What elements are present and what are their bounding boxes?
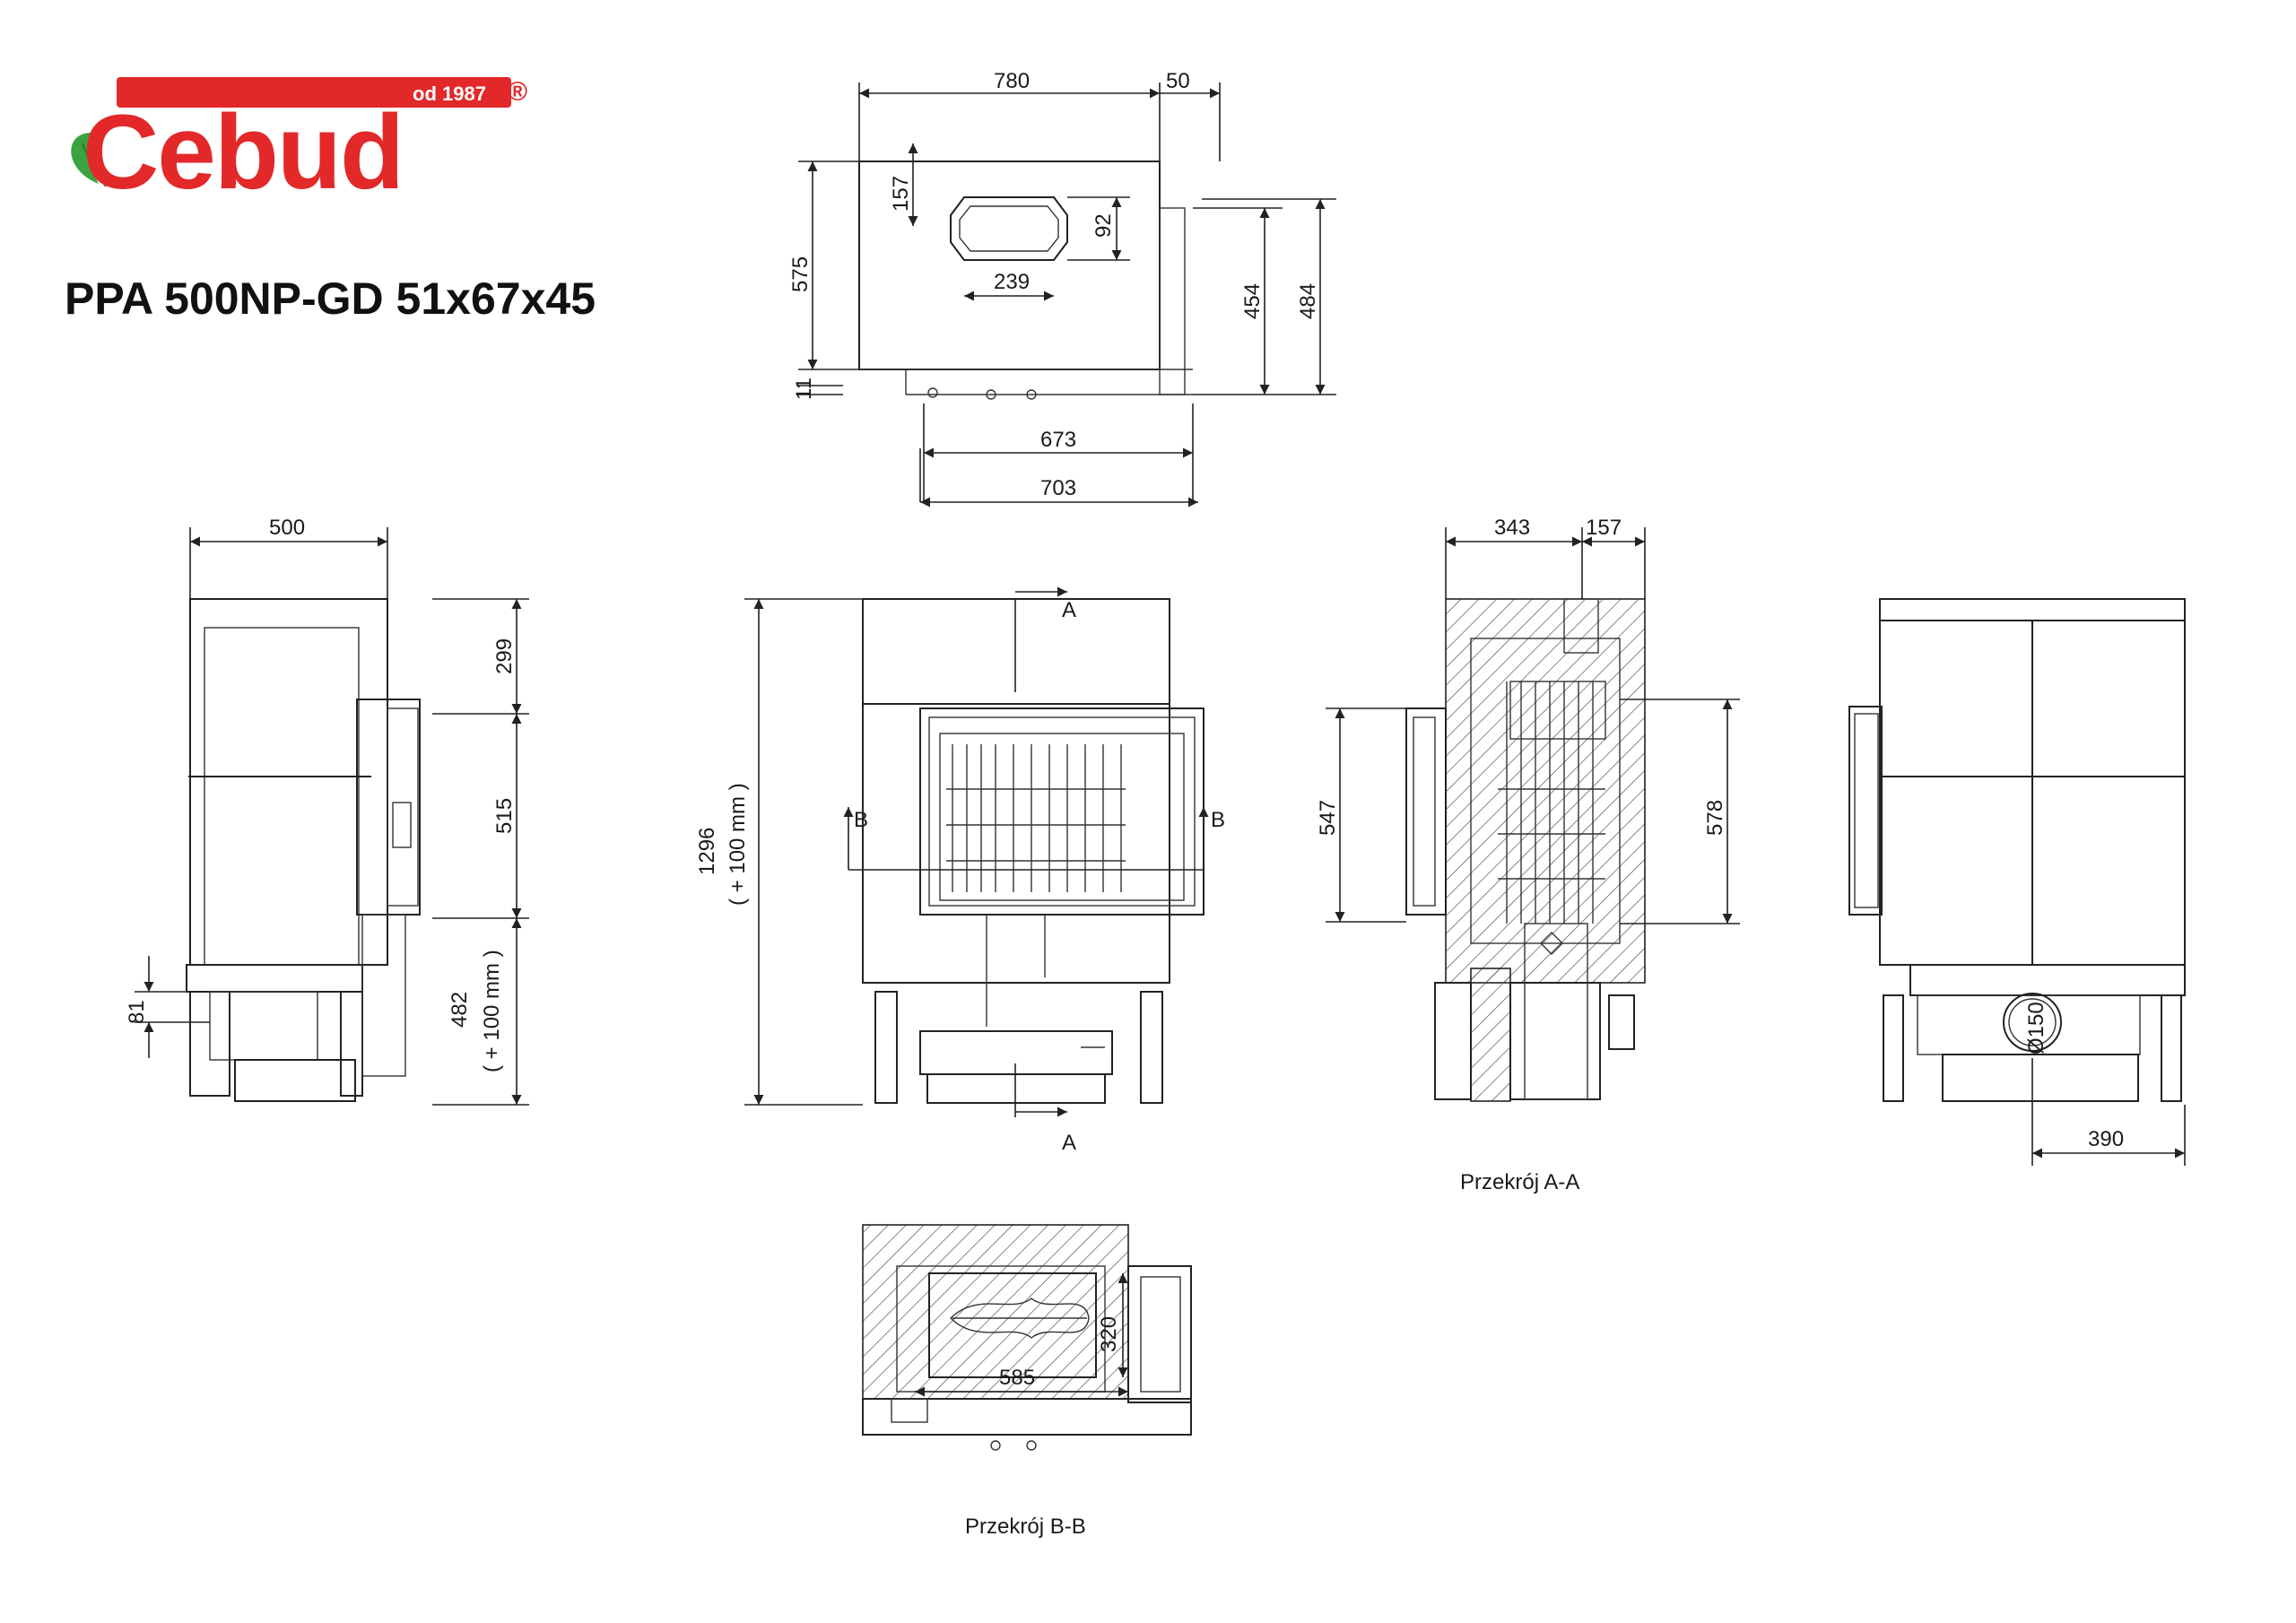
logo-since: od 1987 [413, 82, 486, 105]
dim-320: 320 [1097, 1316, 1121, 1352]
dim-482-note: ( + 100 mm ) [480, 950, 504, 1072]
dim-50: 50 [1166, 69, 1190, 93]
section-bb-view: 320 585 Przekrój B-B [862, 1224, 1192, 1539]
top-opening [950, 196, 1068, 261]
section-a-bottom: A [1062, 1131, 1076, 1155]
section-aa-view: 343 157 547 578 Przekrój A-A [1316, 516, 1740, 1194]
dim-1296: 1296 [695, 828, 719, 875]
dim-585: 585 [999, 1366, 1035, 1390]
logo-wordmark: Cebud [83, 93, 403, 212]
aa-grate-bars [1498, 681, 1605, 924]
cebud-logo: od 1987 ® Cebud [71, 77, 527, 212]
dim-239: 239 [994, 270, 1030, 294]
front-view: A A B B 1296 ( + 100 mm ) [695, 586, 1225, 1155]
section-a-top: A [1062, 598, 1076, 622]
dim-11: 11 [792, 378, 816, 400]
dim-390: 390 [2088, 1127, 2124, 1151]
dim-482: 482 [448, 992, 472, 1028]
logo-registered: ® [508, 77, 527, 107]
flue-outlet [2003, 993, 2062, 1052]
back-view: Ø150 390 [1848, 598, 2186, 1166]
section-aa-caption: Przekrój A-A [1460, 1170, 1579, 1194]
dim-flue: Ø150 [2024, 1002, 2048, 1055]
dim-92: 92 [1091, 213, 1116, 238]
section-bb-caption: Przekrój B-B [965, 1515, 1086, 1539]
top-view: 780 50 157 92 239 575 11 454 484 673 703 [788, 69, 1336, 508]
dim-157-aa: 157 [1586, 516, 1622, 540]
front-grate-bars [946, 744, 1126, 892]
dim-500: 500 [269, 516, 305, 540]
dim-780: 780 [994, 69, 1030, 93]
leaf-icon [71, 133, 100, 184]
dim-484: 484 [1296, 283, 1320, 319]
dim-454: 454 [1240, 283, 1265, 319]
product-title: PPA 500NP-GD 51x67x45 [65, 273, 596, 324]
section-b-left: B [854, 808, 868, 832]
logo-banner [117, 77, 511, 108]
dim-703: 703 [1040, 476, 1076, 500]
dim-81: 81 [125, 1000, 149, 1024]
dim-1296-note: ( + 100 mm ) [726, 783, 750, 906]
dim-575: 575 [788, 256, 813, 292]
dim-578: 578 [1703, 800, 1727, 836]
dim-343: 343 [1494, 516, 1530, 540]
dim-515: 515 [492, 798, 517, 834]
dim-157: 157 [889, 176, 913, 212]
side-view: 500 299 515 482 ( + 100 mm ) 81 [125, 516, 529, 1106]
dim-547: 547 [1316, 800, 1340, 836]
dim-673: 673 [1040, 428, 1076, 452]
section-b-right: B [1211, 808, 1225, 832]
bb-burner [950, 1298, 1090, 1339]
dim-299: 299 [492, 638, 517, 674]
